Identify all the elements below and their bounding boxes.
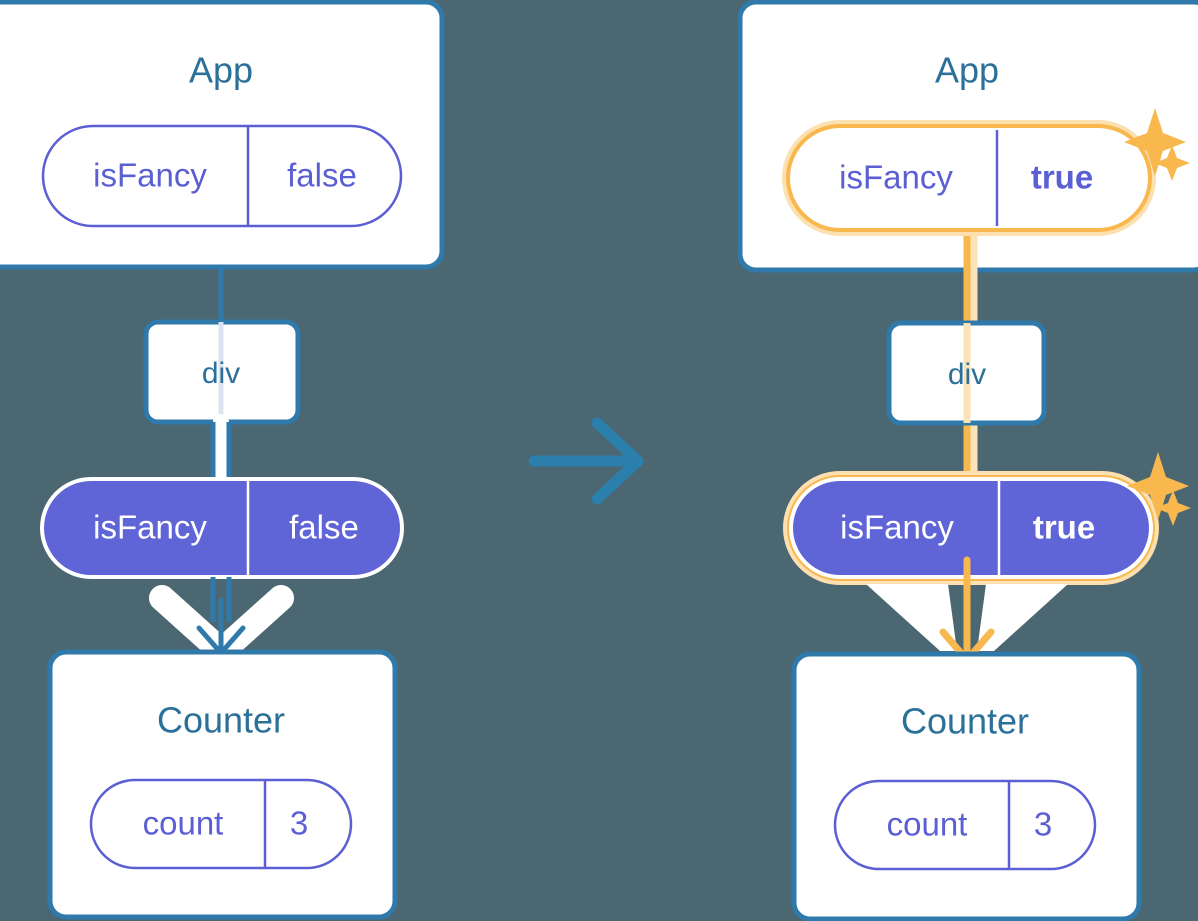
right-app-title: App [935, 50, 999, 91]
transition-arrow-right-icon [528, 417, 644, 505]
left-prop-pill: isFancy false [40, 477, 404, 579]
left-counter-state-value: 3 [290, 805, 308, 842]
left-app-state-pill: isFancy false [41, 124, 403, 228]
left-app-state-key: isFancy [93, 157, 207, 194]
right-counter-state-pill: count 3 [833, 779, 1097, 871]
right-div-box: div [886, 320, 1047, 426]
right-div-label: div [948, 358, 986, 391]
left-counter-state-key: count [143, 805, 224, 842]
left-prop-pill-key: isFancy [93, 509, 207, 546]
sparkle-icon-prop-pill [1127, 452, 1191, 526]
right-app-state-key: isFancy [839, 159, 953, 196]
right-counter-state-key: count [887, 806, 968, 843]
right-panel: App isFancy true [737, 0, 1198, 921]
right-app-state-pill: isFancy true [782, 120, 1156, 236]
right-counter-title: Counter [901, 701, 1029, 742]
left-app-state-value: false [287, 157, 357, 194]
left-app-title: App [189, 50, 253, 91]
right-prop-pill-key: isFancy [840, 509, 954, 546]
right-counter-state-value: 3 [1034, 806, 1052, 843]
right-prop-pill: isFancy true [783, 471, 1159, 585]
left-div-box: div [143, 319, 301, 425]
left-div-label: div [202, 357, 240, 390]
right-prop-flow-funnel [866, 584, 1068, 651]
sparkle-icon-app-pill [1124, 108, 1190, 181]
left-counter-title: Counter [157, 700, 285, 741]
left-panel: App isFancy false div [0, 0, 445, 920]
right-prop-pill-value: true [1033, 509, 1095, 546]
right-app-state-value: true [1031, 159, 1093, 196]
left-prop-pill-value: false [289, 509, 359, 546]
left-counter-state-pill: count 3 [89, 778, 353, 870]
